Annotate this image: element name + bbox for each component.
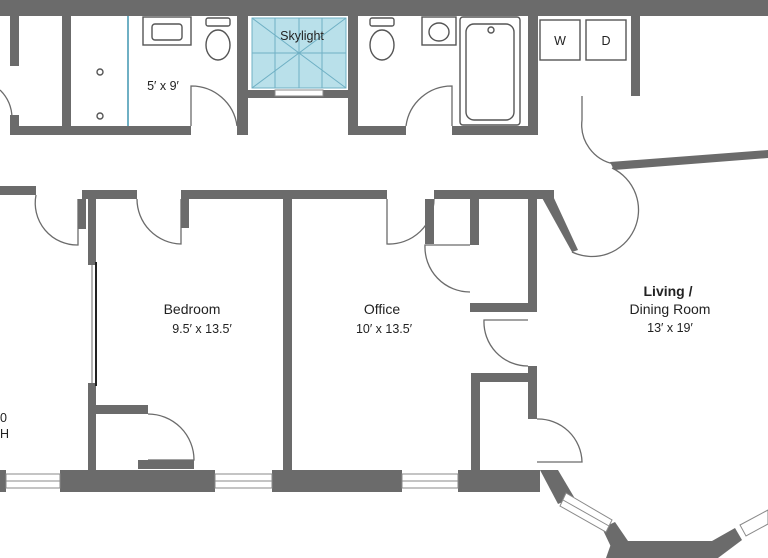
bedroom-name: Bedroom: [164, 301, 221, 317]
toilet-2-tank: [369, 17, 395, 27]
wall-laundry-right: [631, 16, 640, 96]
skylight-sill: [274, 89, 324, 97]
door-bedroom: [136, 198, 182, 245]
bathtub-drain: [487, 26, 495, 34]
bath-dims: 5′ x 9′: [147, 79, 179, 93]
shower-valve: [96, 112, 104, 120]
wall-closet-b-right: [528, 366, 537, 419]
door-bedroom-closet: [147, 413, 195, 461]
dryer-label: D: [601, 34, 610, 48]
door-closet-c: [536, 418, 583, 463]
wall-skylight-right: [348, 16, 358, 135]
window-bay-left: [559, 492, 613, 533]
living-name-line1: Living /: [644, 283, 693, 299]
dryer: [585, 19, 627, 61]
door-office: [386, 198, 435, 245]
door-left-lower: [34, 194, 79, 246]
wall-bedroom-office: [283, 199, 292, 474]
toilet-2-bowl: [369, 29, 395, 61]
shower-drain: [96, 68, 104, 76]
skylight: [251, 17, 347, 97]
wall-bottom-left: [0, 470, 6, 492]
cutoff-label-2: H: [0, 427, 9, 441]
window-bay-right: [739, 509, 768, 537]
wall-top: [0, 0, 768, 16]
wall-closet-a-right: [528, 199, 537, 312]
wall-closet-b-left: [471, 373, 480, 474]
window-bottom-2: [214, 473, 273, 489]
wall-living-left-angle: [541, 196, 578, 252]
wall-closet-a-left: [470, 199, 479, 245]
windows: [5, 473, 768, 537]
door-bath1: [190, 85, 238, 127]
sink-2: [428, 22, 450, 42]
wall-bay-bottom: [606, 541, 712, 558]
door-left-corridor: [0, 89, 13, 119]
door-living-side: [571, 167, 640, 258]
wall-office-jamb: [425, 199, 434, 244]
labels: Skylight 5′ x 9′ W D Bedroom 9.5′ x 13.5…: [0, 29, 710, 441]
washer-label: W: [554, 34, 566, 48]
living-dims: 13′ x 19′: [647, 321, 693, 335]
wall-left-jamb: [78, 199, 86, 229]
fixtures: [96, 16, 627, 126]
door-closet-a: [424, 244, 471, 293]
wall-bottom-b: [272, 470, 402, 492]
wall-bay-right: [712, 528, 742, 558]
wall-bath1-bottom: [19, 126, 191, 135]
wall-left-upper: [10, 16, 19, 66]
wall-left-stub: [10, 115, 19, 135]
toilet-1-bowl: [205, 29, 231, 61]
wall-bath2-bottom-left: [348, 126, 406, 135]
wall-closet-b-top: [471, 373, 537, 382]
office-dims: 10′ x 13.5′: [356, 322, 413, 336]
skylight-label: Skylight: [280, 29, 324, 43]
wall-bath2-bottom-right: [452, 126, 538, 135]
wall-left-corridor-stub: [0, 186, 36, 195]
wall-bedroom-left-top: [88, 199, 96, 265]
door-living-entry: [581, 96, 615, 165]
washer: [539, 19, 581, 61]
bedroom-dims: 9.5′ x 13.5′: [172, 322, 232, 336]
door-closet-b: [483, 319, 529, 367]
wall-closet-a-bottom: [470, 303, 528, 312]
wall-bottom-a: [60, 470, 215, 492]
sink-1: [151, 23, 183, 41]
window-bottom-3: [401, 473, 459, 489]
living-name-line2: Dining Room: [630, 301, 711, 317]
wall-bedroom-top-a: [82, 190, 137, 199]
wall-bottom-c: [458, 470, 540, 492]
wall-shower-left: [62, 16, 71, 134]
wall-bedroom-closet-top: [96, 405, 148, 414]
wall-bath2-right: [528, 16, 538, 135]
cutoff-label-1: 0: [0, 411, 7, 425]
bathtub-inner: [465, 23, 515, 121]
skylight-grid: [251, 17, 347, 89]
wall-bedroom-closet-bottom: [138, 460, 194, 469]
wall-bedroom-left-bottom: [88, 383, 96, 470]
doors: [0, 85, 640, 463]
wall-living-entry: [610, 150, 768, 170]
office-name: Office: [364, 301, 401, 317]
toilet-1-tank: [205, 17, 231, 27]
door-bath2: [405, 85, 453, 127]
wall-bedroom-jamb: [181, 190, 189, 228]
wall-office-top: [434, 190, 554, 199]
wall-bath1-right: [237, 16, 248, 135]
window-bottom-1: [5, 473, 61, 489]
wall-bedroom-top-b: [184, 190, 387, 199]
